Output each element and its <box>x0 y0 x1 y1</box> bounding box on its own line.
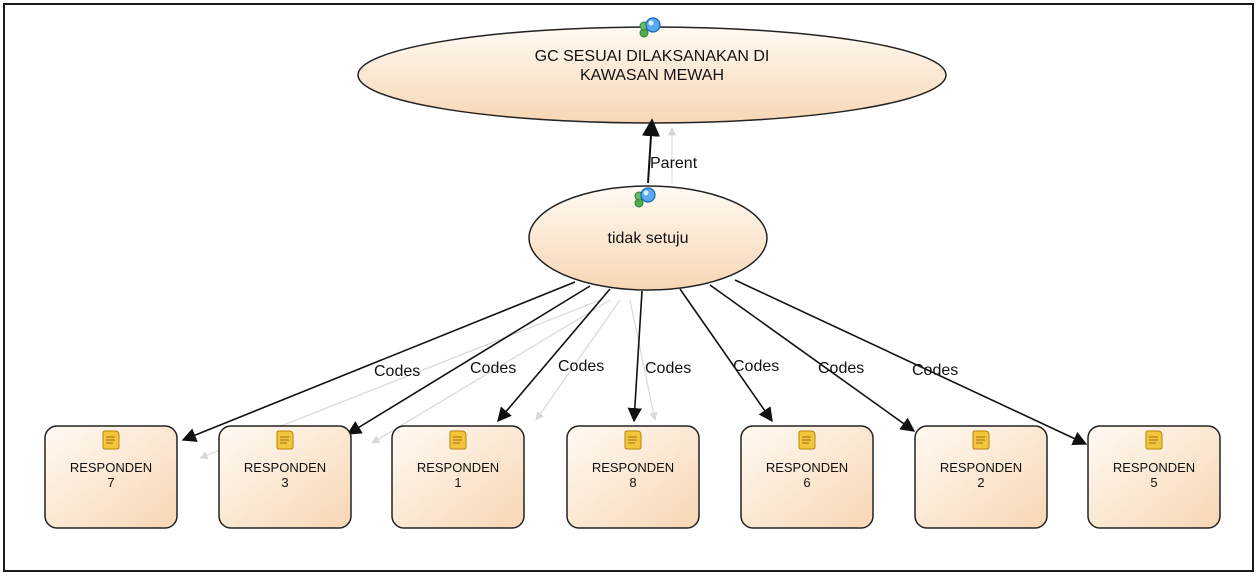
respondent-number: 1 <box>454 475 461 490</box>
codes-edge-label: Codes <box>558 358 604 375</box>
parent-code-label-line-1: GC SESUAI DILAKSANAKAN DI <box>535 48 770 65</box>
document-icon <box>276 430 294 450</box>
ghost-edge <box>535 299 621 421</box>
respondent-label: RESPONDEN <box>1113 460 1195 475</box>
codes-edge-label: Codes <box>374 363 420 380</box>
codes-edge <box>679 288 773 423</box>
code-node-icon <box>634 187 656 208</box>
document-icon <box>624 430 642 450</box>
parent-code-node[interactable]: GC SESUAI DILAKSANAKAN DI KAWASAN MEWAH <box>357 17 947 124</box>
codes-edge <box>627 290 643 423</box>
codes-edge-label: Codes <box>733 358 779 375</box>
respondent-label: RESPONDEN <box>592 460 674 475</box>
respondent-box <box>218 425 352 529</box>
respondent-number: 6 <box>803 475 810 490</box>
codes-edge-label: Codes <box>912 362 958 379</box>
document-icon <box>798 430 816 450</box>
respondent-label: RESPONDEN <box>940 460 1022 475</box>
code-node-icon <box>639 17 661 38</box>
respondent-box <box>914 425 1048 529</box>
respondent-number: 3 <box>281 475 288 490</box>
ghost-edge <box>629 299 658 421</box>
codes-edge <box>181 281 576 442</box>
respondent-box <box>44 425 178 529</box>
codes-edge <box>497 288 611 423</box>
codes-edge-label: Codes <box>470 360 516 377</box>
respondent-box <box>566 425 700 529</box>
ghost-edge <box>371 299 611 444</box>
respondent-label: RESPONDEN <box>244 460 326 475</box>
diagram-frame <box>3 3 1254 572</box>
respondent-label: RESPONDEN <box>766 460 848 475</box>
respondent-box <box>740 425 874 529</box>
respondent-box <box>1087 425 1221 529</box>
respondent-number: 7 <box>107 475 114 490</box>
codes-edge <box>734 279 1088 446</box>
child-code-node[interactable]: tidak setuju <box>528 185 768 291</box>
respondent-number: 5 <box>1150 475 1157 490</box>
document-icon <box>972 430 990 450</box>
respondent-label: RESPONDEN <box>70 460 152 475</box>
respondent-box <box>391 425 525 529</box>
parent-edge-label: Parent <box>650 155 698 172</box>
respondent-number: 2 <box>977 475 984 490</box>
codes-edge <box>709 284 916 432</box>
codes-edge <box>346 285 591 435</box>
document-icon <box>102 430 120 450</box>
document-icon <box>449 430 467 450</box>
codes-edge-label: Codes <box>818 360 864 377</box>
child-code-label: tidak setuju <box>608 230 689 247</box>
respondent-label: RESPONDEN <box>417 460 499 475</box>
parent-edge <box>641 118 660 184</box>
codes-edge-label: Codes <box>645 360 691 377</box>
parent-code-label-line-2: KAWASAN MEWAH <box>580 67 724 84</box>
respondent-number: 8 <box>629 475 636 490</box>
document-icon <box>1145 430 1163 450</box>
